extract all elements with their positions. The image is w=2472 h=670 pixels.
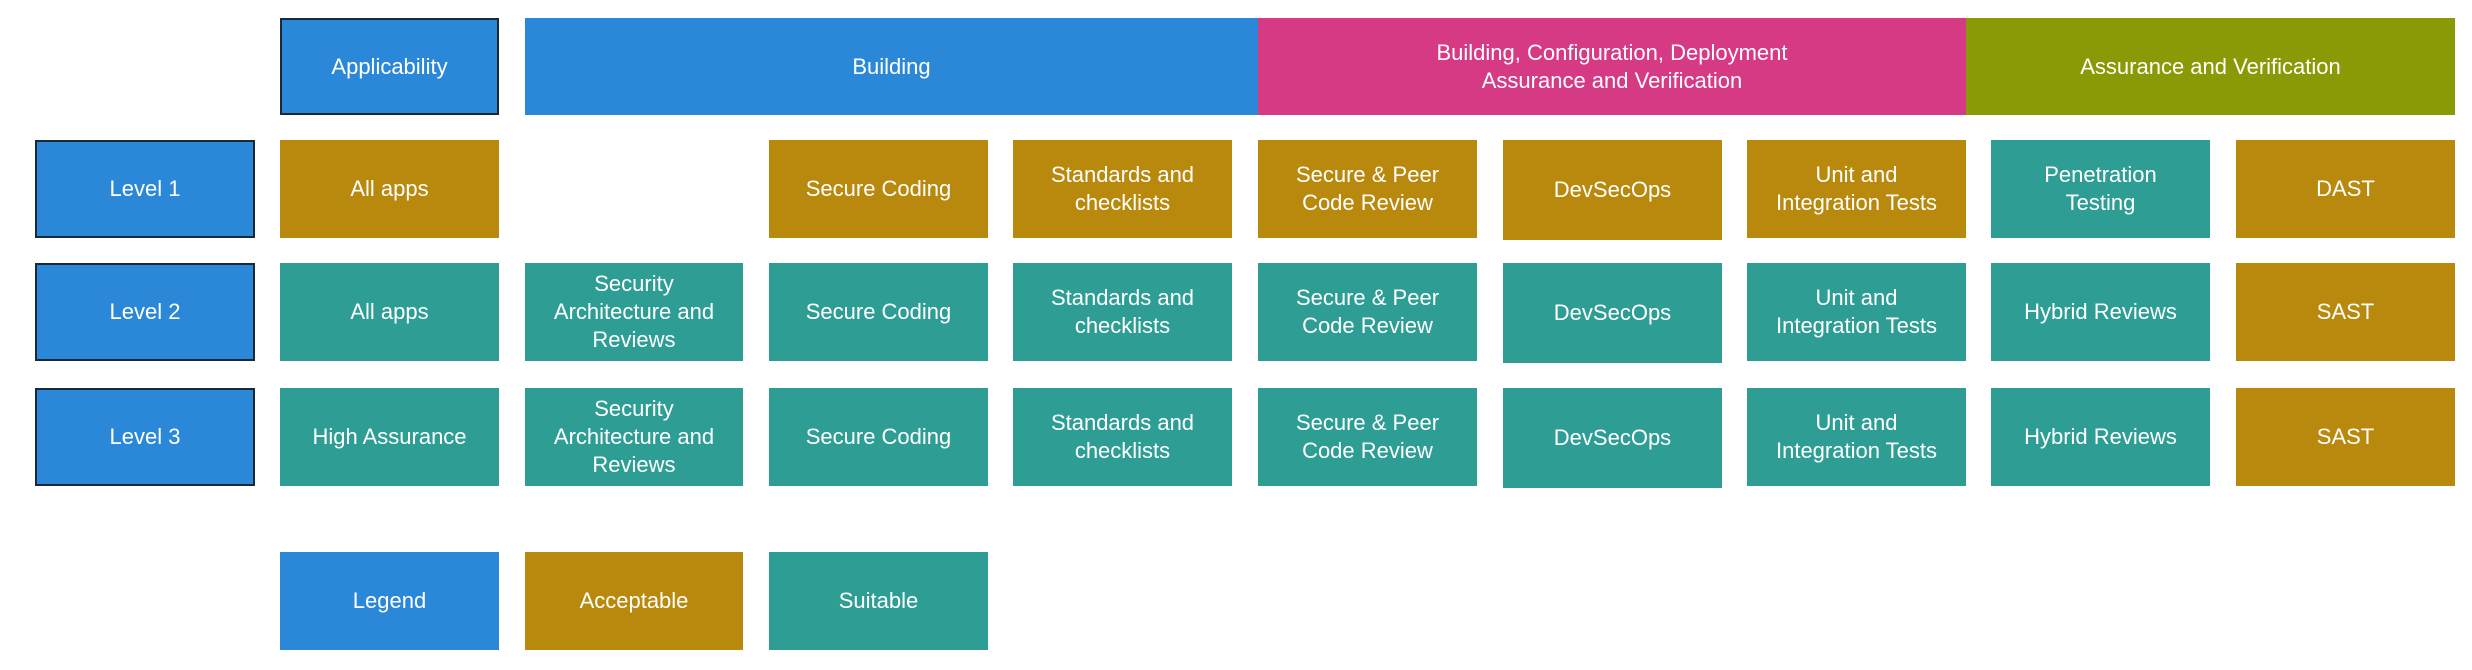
level-1-applicability: All apps (280, 140, 499, 238)
header-building-configuration-deployment: Building, Configuration, Deployment Assu… (1258, 18, 1966, 115)
level-2-unit-integration-tests: Unit and Integration Tests (1747, 263, 1966, 361)
level-1-penetration-testing: Penetration Testing (1991, 140, 2210, 238)
level-3-sast: SAST (2236, 388, 2455, 486)
level-2-label: Level 2 (35, 263, 255, 361)
header-building: Building (525, 18, 1258, 115)
legend-acceptable: Acceptable (525, 552, 743, 650)
header-applicability: Applicability (280, 18, 499, 115)
legend-suitable: Suitable (769, 552, 988, 650)
level-2-security-architecture: Security Architecture and Reviews (525, 263, 743, 361)
level-1-code-review: Secure & Peer Code Review (1258, 140, 1477, 238)
level-1-label: Level 1 (35, 140, 255, 238)
level-1-unit-integration-tests: Unit and Integration Tests (1747, 140, 1966, 238)
level-2-devsecops: DevSecOps (1503, 263, 1722, 363)
level-1-secure-coding: Secure Coding (769, 140, 988, 238)
legend-title: Legend (280, 552, 499, 650)
level-3-standards-checklists: Standards and checklists (1013, 388, 1232, 486)
level-3-secure-coding: Secure Coding (769, 388, 988, 486)
level-3-security-architecture: Security Architecture and Reviews (525, 388, 743, 486)
level-2-secure-coding: Secure Coding (769, 263, 988, 361)
level-1-dast: DAST (2236, 140, 2455, 238)
level-2-applicability: All apps (280, 263, 499, 361)
level-1-devsecops: DevSecOps (1503, 140, 1722, 240)
level-3-label: Level 3 (35, 388, 255, 486)
level-2-hybrid-reviews: Hybrid Reviews (1991, 263, 2210, 361)
level-3-hybrid-reviews: Hybrid Reviews (1991, 388, 2210, 486)
level-3-unit-integration-tests: Unit and Integration Tests (1747, 388, 1966, 486)
level-3-applicability: High Assurance (280, 388, 499, 486)
level-2-code-review: Secure & Peer Code Review (1258, 263, 1477, 361)
level-3-devsecops: DevSecOps (1503, 388, 1722, 488)
header-assurance-verification: Assurance and Verification (1966, 18, 2455, 115)
level-1-standards-checklists: Standards and checklists (1013, 140, 1232, 238)
level-2-standards-checklists: Standards and checklists (1013, 263, 1232, 361)
level-2-sast: SAST (2236, 263, 2455, 361)
level-3-code-review: Secure & Peer Code Review (1258, 388, 1477, 486)
